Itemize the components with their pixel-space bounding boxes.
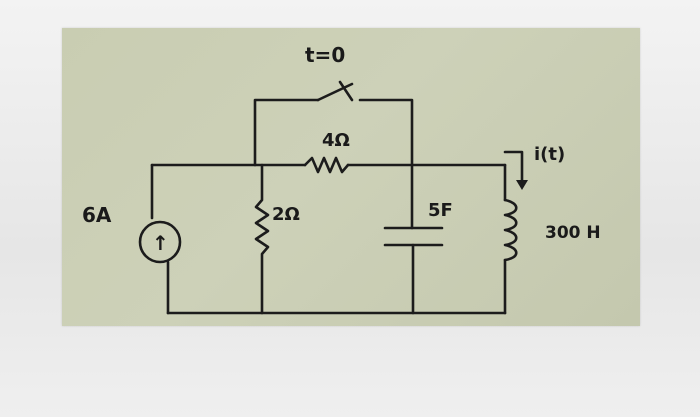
switch-arrow	[338, 80, 354, 102]
current-arrow-head	[516, 180, 528, 190]
switch-right-wire	[358, 98, 414, 167]
current-source-label: 6A	[82, 203, 112, 227]
resistor-4-ohm-label: 4Ω	[322, 130, 350, 151]
current-arrow-line	[503, 150, 524, 182]
inductor-coil	[503, 198, 518, 262]
resistor-4-ohm	[303, 156, 350, 174]
current-source-arrow-symbol: ↑	[152, 231, 169, 255]
switch-blade	[316, 82, 354, 102]
current-source-circle	[138, 220, 182, 264]
switch-loop-wire	[253, 98, 320, 167]
resistor-2-ohm	[254, 163, 270, 315]
resistor-2-ohm-label: 2Ω	[272, 204, 300, 225]
capacitor-label: 5F	[428, 200, 453, 221]
paper-sheet	[62, 28, 640, 326]
current-it-label: i(t)	[534, 144, 565, 165]
switch-time-label: t=0	[305, 43, 345, 67]
inductor-label: 300 H	[545, 223, 601, 243]
